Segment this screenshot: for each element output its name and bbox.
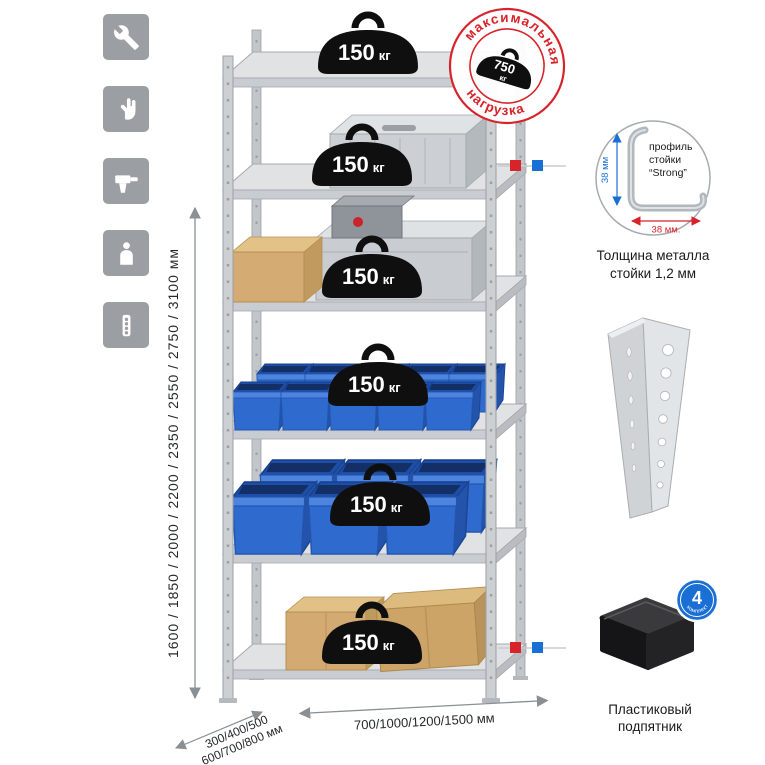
profile-label-line2: стойки	[649, 154, 681, 166]
stamp-weight-icon: 750 кг	[473, 40, 541, 93]
height-dimension: 1600 / 1850 / 2000 / 2200 / 2350 / 2550 …	[165, 206, 201, 700]
case-handle	[382, 125, 416, 131]
callout-markers-bottom	[498, 642, 566, 653]
profile-dim-vertical: 38 мм	[600, 157, 611, 183]
profile-label-line3: “Strong”	[649, 167, 687, 179]
front-left-post	[222, 55, 234, 701]
tool-case	[330, 195, 416, 239]
blue-marker-square	[532, 160, 543, 171]
corner-post-image	[607, 317, 691, 519]
red-marker-square	[510, 642, 521, 653]
feature-icon-column	[103, 14, 149, 348]
shelving-rack: 150 кг 150 кг 150 кг 150 кг	[219, 15, 528, 703]
load-unit: кг	[383, 638, 396, 653]
wrench-icon	[103, 14, 149, 60]
load-value: 150	[342, 264, 379, 289]
load-unit: кг	[391, 500, 404, 515]
shelf-load-badge-4: 150 кг	[328, 347, 428, 406]
load-value: 150	[348, 372, 385, 397]
stamp-weight-unit: кг	[498, 73, 508, 84]
case-emblem	[353, 217, 363, 227]
person-icon	[103, 230, 149, 276]
load-unit: кг	[379, 48, 392, 63]
profile-caption-line2: стойки 1,2 мм	[610, 266, 696, 281]
load-unit: кг	[373, 160, 386, 175]
front-right-post	[485, 55, 497, 701]
load-value: 150	[342, 630, 379, 655]
load-value: 150	[332, 152, 369, 177]
profile-label-line1: профиль	[649, 141, 693, 153]
post-holes	[656, 344, 674, 489]
badge-count: 4	[692, 588, 702, 608]
post-slots	[626, 347, 637, 472]
foot-caption-line2: подпятник	[618, 719, 682, 734]
shelf-load-badge-6: 150 кг	[322, 605, 422, 664]
blue-marker-square	[532, 642, 543, 653]
load-unit: кг	[383, 272, 396, 287]
red-marker-square	[510, 160, 521, 171]
load-value: 150	[338, 40, 375, 65]
stamp-weight-value: 750	[492, 56, 517, 77]
callout-markers-top	[498, 160, 566, 171]
drill-icon	[103, 158, 149, 204]
width-dimension: 700/1000/1200/1500 мм	[298, 695, 549, 733]
height-dimension-label: 1600 / 1850 / 2000 / 2200 / 2350 / 2550 …	[165, 248, 181, 658]
gloves-icon	[103, 86, 149, 132]
cardboard-box-small	[230, 236, 324, 303]
shelf-load-badge-3: 150 кг	[322, 239, 422, 298]
profile-dim-horizontal: 38 мм.	[652, 225, 681, 236]
depth-dimension: 300/400/500 600/700/800 мм	[175, 710, 285, 765]
load-value: 150	[350, 492, 387, 517]
svg-text:750 кг: 750 кг	[489, 55, 521, 86]
width-dimension-label: 700/1000/1200/1500 мм	[354, 710, 495, 732]
foot-caption-line1: Пластиковый	[608, 702, 692, 717]
load-unit: кг	[389, 380, 402, 395]
shelf-load-badge-2: 150 кг	[312, 127, 412, 186]
profile-caption-line1: Толщина металла	[597, 248, 710, 263]
shelf-load-badge-1: 150 кг	[318, 15, 418, 74]
perforated-profile-icon	[103, 302, 149, 348]
shelf-load-badge-5: 150 кг	[330, 467, 430, 526]
profile-callout: 38 мм 38 мм. профиль стойки “Strong” Тол…	[595, 120, 711, 281]
